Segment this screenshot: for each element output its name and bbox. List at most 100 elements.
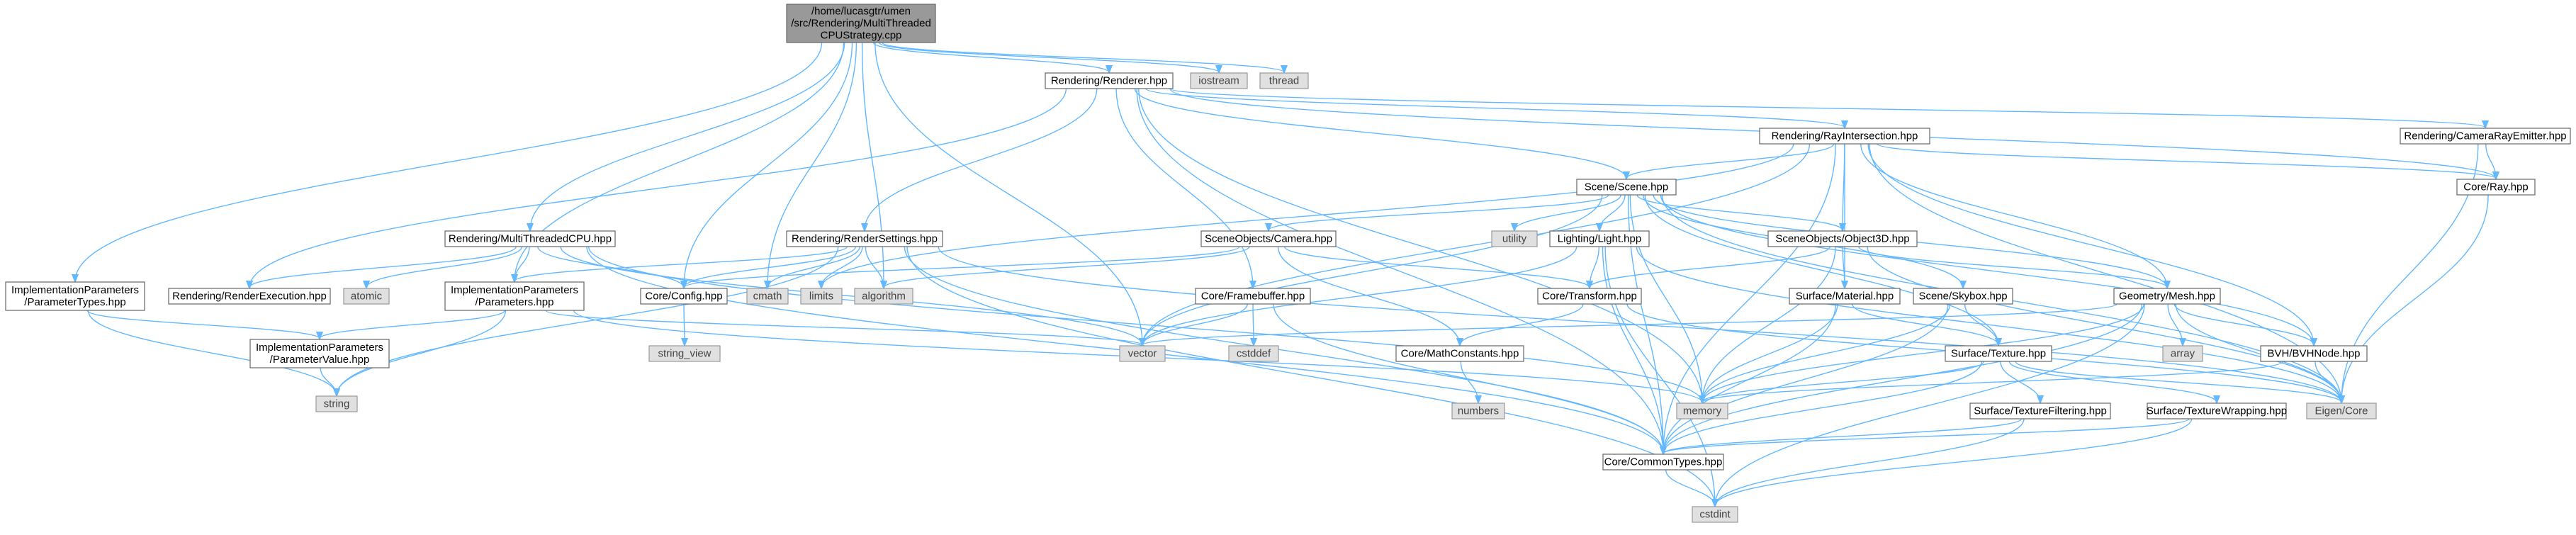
edge-paramtypes-to-string: [87, 310, 337, 395]
node-light[interactable]: Lighting/Light.hpp: [1549, 230, 1650, 247]
node-memory[interactable]: memory: [1676, 402, 1728, 419]
node-label: Rendering/CameraRayEmitter.hpp: [2404, 130, 2566, 142]
node-iostream[interactable]: iostream: [1190, 72, 1248, 89]
node-box: [2306, 402, 2377, 419]
edge-renderer-to-renderexecution: [249, 88, 1067, 288]
edge-object3d-to-eigencore: [1867, 246, 2341, 402]
node-box: [2400, 128, 2571, 145]
node-numbers[interactable]: numbers: [1451, 402, 1505, 419]
node-box: [5, 281, 145, 311]
node-rendersettings[interactable]: Rendering/RenderSettings.hpp: [786, 230, 943, 247]
edge-camera-to-algorithm: [884, 246, 1250, 288]
edge-renderer-to-memory: [1138, 88, 1702, 402]
node-label: utility: [1502, 233, 1527, 245]
edge-light-to-vector: [1142, 246, 1577, 345]
node-commontypes[interactable]: Core/CommonTypes.hpp: [1602, 454, 1724, 471]
node-cstdint[interactable]: cstdint: [1692, 506, 1738, 523]
node-rayintersection[interactable]: Rendering/RayIntersection.hpp: [1759, 128, 1930, 145]
node-ray[interactable]: Core/Ray.hpp: [2456, 179, 2536, 196]
node-label: Eigen/Core: [2315, 405, 2368, 417]
edge-texture-to-texfiltering: [2000, 361, 2040, 402]
node-scene[interactable]: Scene/Scene.hpp: [1576, 179, 1677, 196]
node-box: [1913, 288, 2013, 305]
node-algorithm[interactable]: algorithm: [854, 288, 913, 305]
node-material[interactable]: Surface/Material.hpp: [1789, 288, 1901, 305]
node-box: [343, 288, 390, 305]
edge-camera-to-config: [684, 246, 1240, 288]
node-limits[interactable]: limits: [800, 288, 843, 305]
edge-renderer-to-scene: [1134, 88, 1627, 179]
node-cstddef[interactable]: cstddef: [1228, 345, 1279, 362]
node-box: [1789, 288, 1901, 305]
edge-rayintersection-to-ray: [1877, 143, 2496, 179]
node-thread[interactable]: thread: [1259, 72, 1309, 89]
node-label: iostream: [1198, 75, 1239, 87]
edge-rendersettings-to-algorithm: [865, 246, 884, 288]
node-label: cmath: [753, 291, 782, 303]
node-texture[interactable]: Surface/Texture.hpp: [1945, 345, 2052, 362]
node-label: ImplementationParameters: [256, 342, 383, 354]
node-array[interactable]: array: [2162, 345, 2203, 362]
node-skybox[interactable]: Scene/Skybox.hpp: [1913, 288, 2013, 305]
node-string[interactable]: string: [315, 395, 358, 412]
node-box: [1602, 454, 1724, 471]
node-multithreadedcpu[interactable]: Rendering/MultiThreadedCPU.hpp: [444, 230, 616, 247]
node-label: vector: [1128, 348, 1157, 360]
edge-rendersettings-to-limits: [821, 246, 863, 288]
edge-rayintersection-to-limits: [821, 143, 1794, 288]
node-label: thread: [1269, 75, 1300, 87]
node-cmath[interactable]: cmath: [746, 288, 789, 305]
node-label: limits: [809, 291, 833, 303]
edge-scene-to-object3d: [1636, 194, 1843, 230]
node-camera[interactable]: SceneObjects/Camera.hpp: [1200, 230, 1337, 247]
node-label: SceneObjects/Camera.hpp: [1205, 233, 1332, 245]
node-label: Rendering/RayIntersection.hpp: [1772, 130, 1918, 142]
edge-framebuffer-to-commontypes: [1273, 303, 1663, 454]
edge-rendersettings-to-cmath: [767, 246, 860, 288]
edge-texture-to-eigencore: [2015, 361, 2341, 402]
node-label: Core/Ray.hpp: [2463, 181, 2528, 193]
node-texwrapping[interactable]: Surface/TextureWrapping.hpp: [2147, 402, 2287, 419]
node-vector[interactable]: vector: [1119, 345, 1166, 362]
node-box: [1259, 72, 1309, 89]
node-label: Geometry/Mesh.hpp: [2119, 291, 2215, 303]
edge-texwrapping-to-commontypes: [1663, 418, 2190, 454]
node-label: CPUStrategy.cpp: [821, 30, 902, 42]
node-parameters[interactable]: ImplementationParameters/Parameters.hpp: [444, 281, 585, 311]
node-object3d[interactable]: SceneObjects/Object3D.hpp: [1767, 230, 1918, 247]
node-mathconstants[interactable]: Core/MathConstants.hpp: [1395, 345, 1524, 362]
edge-framebuffer-to-cstddef: [1253, 303, 1254, 345]
node-bvhnode[interactable]: BVH/BVHNode.hpp: [2260, 345, 2368, 362]
node-box: [854, 288, 913, 305]
edge-rayintersection-to-eigencore: [1869, 143, 2341, 402]
node-label: Core/CommonTypes.hpp: [1604, 456, 1723, 468]
node-label: Rendering/RenderExecution.hpp: [172, 291, 327, 303]
edge-texture-to-texwrapping: [2008, 361, 2217, 402]
node-utility[interactable]: utility: [1491, 230, 1538, 247]
node-transform[interactable]: Core/Transform.hpp: [1537, 288, 1642, 305]
node-framebuffer[interactable]: Core/Framebuffer.hpp: [1195, 288, 1311, 305]
node-label: ImplementationParameters: [451, 284, 578, 296]
edge-paramtypes-to-paramvalue: [86, 310, 320, 339]
node-camerarayemitter[interactable]: Rendering/CameraRayEmitter.hpp: [2400, 128, 2571, 145]
node-label: Scene/Scene.hpp: [1585, 181, 1668, 193]
edge-ray-to-eigencore: [2341, 194, 2489, 402]
edge-scene-to-texture: [1644, 194, 1998, 345]
node-texfiltering[interactable]: Surface/TextureFiltering.hpp: [1969, 402, 2111, 419]
node-config[interactable]: Core/Config.hpp: [640, 288, 728, 305]
node-atomic[interactable]: atomic: [343, 288, 390, 305]
node-renderexecution[interactable]: Rendering/RenderExecution.hpp: [168, 288, 331, 305]
node-box: [648, 345, 721, 362]
node-main_cpp[interactable]: /home/lucasgtr/umen/src/Rendering/MultiT…: [786, 4, 936, 43]
node-label: ImplementationParameters: [11, 284, 139, 296]
node-renderer[interactable]: Rendering/Renderer.hpp: [1045, 72, 1174, 89]
edge-main_cpp-to-thread: [882, 42, 1284, 72]
node-box: [2147, 402, 2287, 419]
node-mesh[interactable]: Geometry/Mesh.hpp: [2113, 288, 2221, 305]
node-string_view[interactable]: string_view: [648, 345, 721, 362]
node-paramvalue[interactable]: ImplementationParameters/ParameterValue.…: [249, 339, 390, 368]
edge-rayintersection-to-mesh: [1860, 143, 2167, 288]
node-paramtypes[interactable]: ImplementationParameters/ParameterTypes.…: [5, 281, 145, 311]
node-box: [2113, 288, 2221, 305]
node-eigencore[interactable]: Eigen/Core: [2306, 402, 2377, 419]
